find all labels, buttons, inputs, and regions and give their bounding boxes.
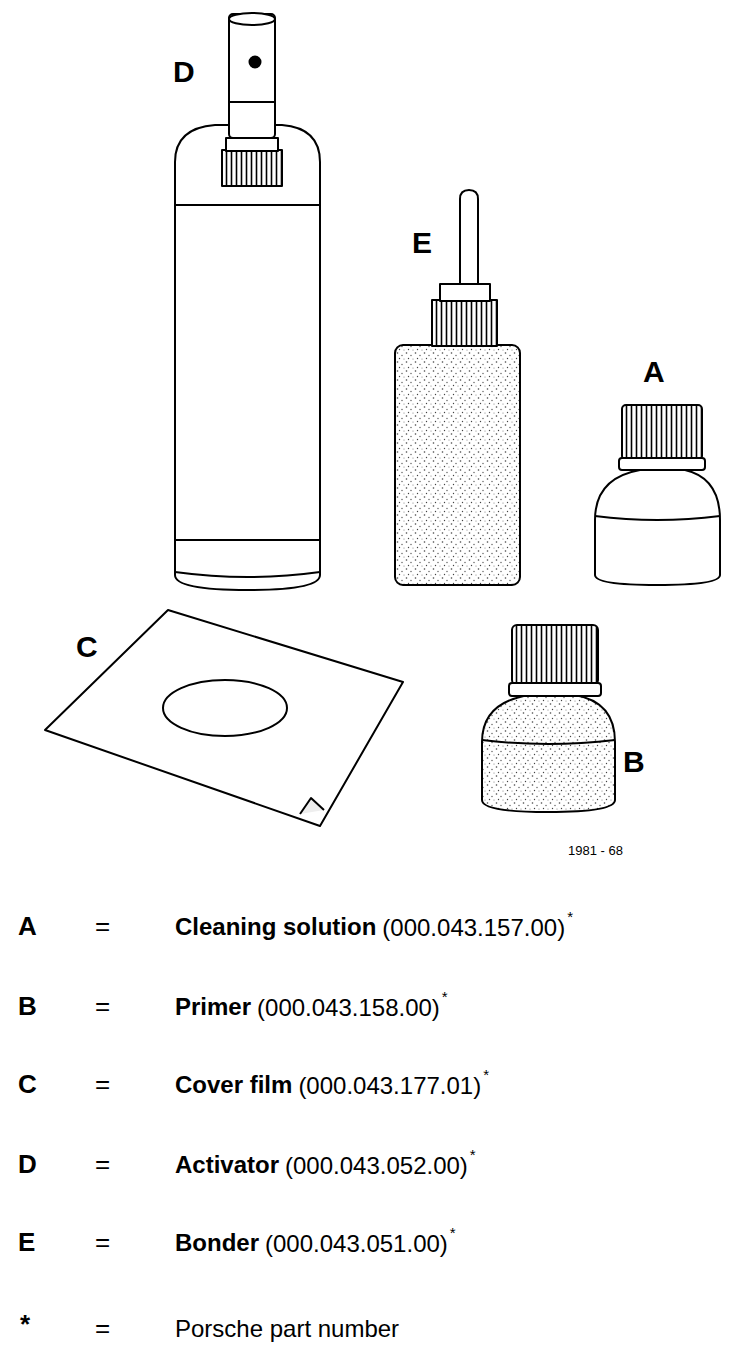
part-number: (000.043.177.01) — [298, 1072, 481, 1100]
figure-number: 1981 - 68 — [568, 844, 623, 859]
legend-key: C — [18, 1070, 37, 1100]
cleaning-solution-bottle — [595, 405, 720, 585]
part-number: (000.043.051.00) — [265, 1230, 448, 1258]
part-number: (000.043.157.00) — [382, 914, 565, 942]
legend-key: E — [18, 1228, 35, 1258]
footnote-text: Porsche part number — [175, 1315, 399, 1343]
part-letter: A — [643, 355, 665, 390]
part-number: (000.043.052.00) — [285, 1152, 468, 1180]
equals-sign: = — [95, 1150, 110, 1180]
footnote-mark: * — [442, 988, 448, 1005]
product-name: Primer — [175, 993, 251, 1021]
equals-sign: = — [95, 1228, 110, 1258]
product-name: Activator — [175, 1151, 279, 1179]
primer-bottle — [482, 625, 615, 812]
footnote-mark: * — [567, 908, 573, 925]
equals-sign: = — [95, 992, 110, 1022]
footnote-mark: * — [483, 1066, 489, 1083]
part-letter: E — [412, 226, 432, 261]
part-letter: B — [623, 745, 645, 780]
part-number: (000.043.158.00) — [257, 994, 440, 1022]
product-name: Bonder — [175, 1229, 259, 1257]
footnote-mark: * — [470, 1146, 476, 1163]
equals-sign: = — [95, 1070, 110, 1100]
footnote-mark: * — [20, 1310, 30, 1340]
legend-key: A — [18, 912, 37, 942]
product-name: Cover film — [175, 1071, 292, 1099]
product-name: Cleaning solution — [175, 913, 376, 941]
part-letter: C — [76, 630, 98, 665]
activator-spray-bottle — [175, 13, 320, 590]
bonder-bottle — [395, 190, 520, 585]
cover-film — [45, 610, 403, 826]
part-letter: D — [173, 55, 195, 90]
legend-key: D — [18, 1150, 37, 1180]
equals-sign: = — [95, 912, 110, 942]
equals-sign: = — [95, 1314, 110, 1344]
footnote-mark: * — [450, 1224, 456, 1241]
legend-key: B — [18, 992, 37, 1022]
